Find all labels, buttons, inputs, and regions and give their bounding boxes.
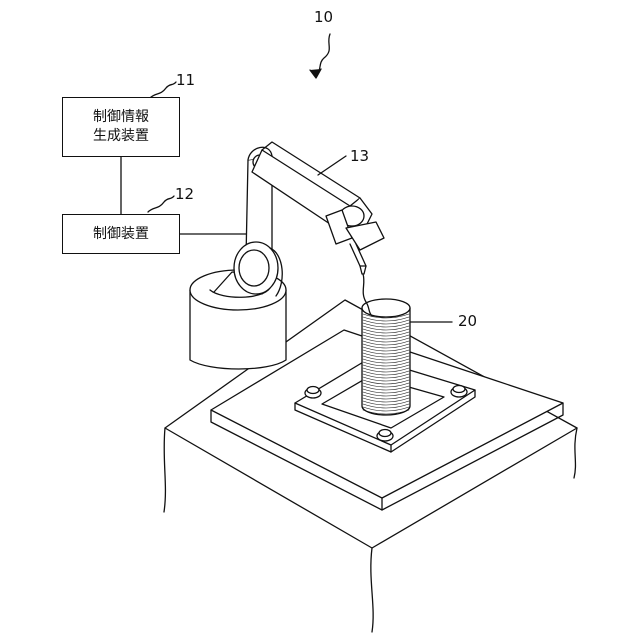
robot-ref-label: 13 [350, 147, 369, 165]
block-11-ref-label: 11 [176, 71, 195, 89]
control-info-generator-block: 制御情報 生成装置 [62, 97, 180, 157]
leader-13 [318, 156, 346, 175]
workpiece-ref-label: 20 [458, 312, 477, 330]
system-ref-label: 10 [314, 8, 333, 26]
workpiece-cylinder [362, 299, 410, 415]
system-leader-arrow [310, 34, 330, 78]
controller-block: 制御装置 [62, 214, 180, 254]
leader-11 [150, 82, 176, 98]
leader-12 [148, 196, 174, 212]
block-12-ref-label: 12 [175, 185, 194, 203]
